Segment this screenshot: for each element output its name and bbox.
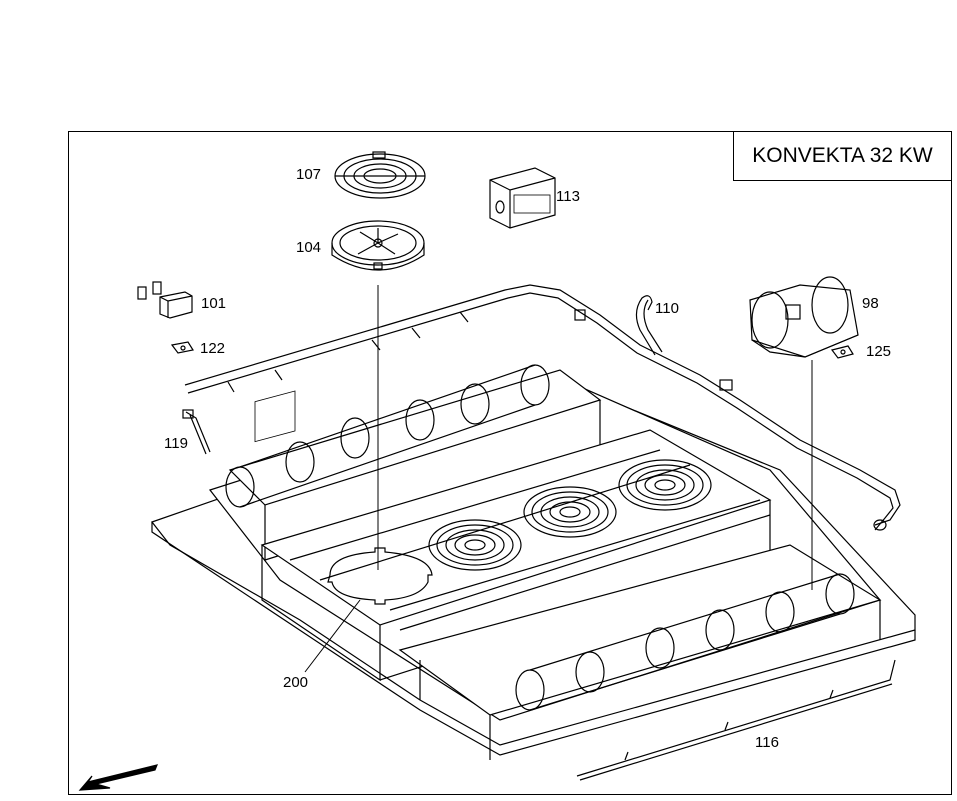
title-box: KONVEKTA 32 KW <box>733 131 952 181</box>
part-107-fan-grille <box>334 151 426 199</box>
callout-110: 110 <box>655 300 679 317</box>
part-113-control-box <box>489 167 556 229</box>
callout-125: 125 <box>866 343 892 360</box>
leader-200 <box>304 599 361 673</box>
part-122-clip <box>170 341 194 354</box>
part-104-fan <box>331 220 425 271</box>
condenser-fan-1 <box>428 519 522 571</box>
part-101-connectors <box>137 281 193 319</box>
part-125-clip <box>830 345 854 359</box>
callout-113: 113 <box>556 188 580 205</box>
part-110-pipe <box>635 295 663 356</box>
part-98-blower <box>749 276 859 358</box>
callout-98: 98 <box>862 295 879 312</box>
callout-107: 107 <box>296 166 322 183</box>
part-116-rod <box>576 659 896 781</box>
refrigerant-pipe <box>184 284 901 531</box>
callout-200: 200 <box>283 674 309 691</box>
condenser-fan-2 <box>523 486 617 538</box>
fan-slot-200 <box>327 547 433 605</box>
condenser-fans <box>327 459 712 605</box>
arrow-left-down-icon <box>78 764 158 791</box>
callout-104: 104 <box>296 239 322 256</box>
left-blower-row <box>225 364 550 508</box>
callout-122: 122 <box>200 340 226 357</box>
right-blower-row <box>515 573 855 711</box>
diagram-frame <box>68 131 952 795</box>
callout-101: 101 <box>201 295 227 312</box>
condenser-fan-3 <box>618 459 712 511</box>
part-119-sensor <box>182 409 211 455</box>
callout-119: 119 <box>164 435 188 452</box>
callout-116: 116 <box>755 734 779 751</box>
